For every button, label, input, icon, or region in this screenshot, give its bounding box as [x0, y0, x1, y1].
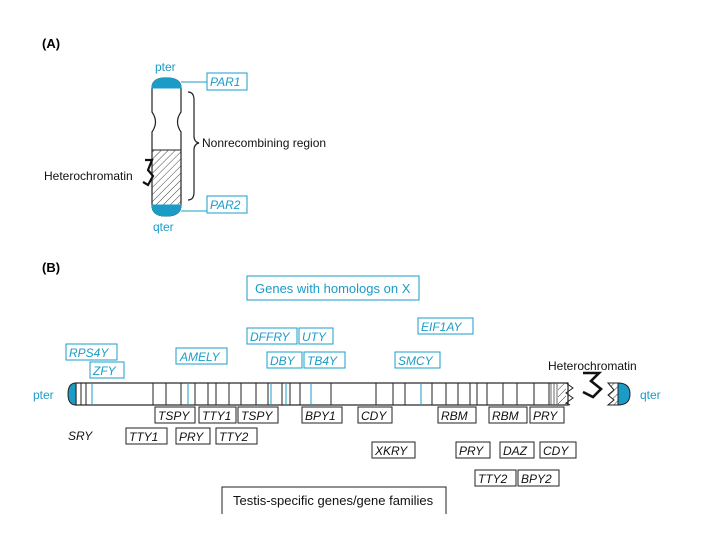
homologs-title: Genes with homologs on X	[255, 281, 411, 296]
par1-label: PAR1	[210, 75, 240, 89]
gene-uty: UTY	[302, 330, 327, 344]
gene-rbm-2: RBM	[492, 409, 519, 423]
qter-label-a: qter	[153, 220, 174, 234]
gene-cdy-1: CDY	[361, 409, 387, 423]
gene-tty2-2: TTY2	[478, 472, 508, 486]
homologs-title-box	[246, 275, 420, 301]
gene-eif1ay: EIF1AY	[421, 320, 462, 334]
pter-label-a: pter	[155, 60, 176, 74]
gene-zfy: ZFY	[92, 364, 117, 378]
gene-tty1-2: TTY1	[129, 430, 158, 444]
homolog-genes: RPS4Y ZFY AMELY DFFRY UTY DBY TB4Y EIF1A…	[65, 317, 474, 379]
chromosome-a	[151, 77, 182, 217]
gene-cdy-2: CDY	[543, 444, 569, 458]
gene-dby: DBY	[270, 354, 296, 368]
qter-cap-b	[617, 382, 631, 406]
par1-box	[206, 72, 248, 91]
gene-tb4y: TB4Y	[307, 354, 338, 368]
nonrecombining-brace	[187, 91, 200, 201]
gene-bpy1: BPY1	[305, 409, 336, 423]
interval-dividers	[80, 383, 558, 405]
gene-rps4y: RPS4Y	[69, 346, 109, 360]
panel-a-label: (A)	[42, 36, 60, 51]
chromosome-b	[67, 382, 631, 406]
gene-tty1-1: TTY1	[202, 409, 231, 423]
gene-bpy2: BPY2	[521, 472, 552, 486]
gene-tspy-1: TSPY	[158, 409, 190, 423]
gene-smcy: SMCY	[398, 354, 434, 368]
par2-cap	[151, 204, 182, 217]
testis-genes: TSPY TTY1 TSPY BPY1 CDY RBM RBM PRY TTY1…	[125, 406, 577, 487]
gene-tty2-1: TTY2	[219, 430, 249, 444]
heterochromatin-label-a: Heterochromatin	[44, 169, 133, 183]
par2-label: PAR2	[210, 198, 241, 212]
gene-amely: AMELY	[179, 350, 221, 364]
gene-tspy-2: TSPY	[241, 409, 273, 423]
heterochromatin-label-b: Heterochromatin	[548, 359, 637, 373]
testis-title: Testis-specific genes/gene families	[233, 493, 434, 508]
gene-pry-3: PRY	[459, 444, 484, 458]
pter-cap-b	[67, 382, 77, 406]
gene-dffry: DFFRY	[250, 330, 291, 344]
panel-b-label: (B)	[42, 260, 60, 275]
gene-pry-2: PRY	[179, 430, 204, 444]
nonrecombining-label: Nonrecombining region	[202, 136, 326, 150]
par1-cap	[151, 77, 182, 89]
par2-box	[206, 195, 248, 214]
pter-label-b: pter	[33, 388, 54, 402]
heterochromatin-squiggle-a	[142, 158, 155, 187]
gene-xkry: XKRY	[374, 444, 408, 458]
gene-daz: DAZ	[503, 444, 528, 458]
testis-title-box	[221, 486, 447, 514]
qter-label-b: qter	[640, 388, 661, 402]
heterochromatin-squiggle-b	[582, 371, 603, 399]
gene-rbm-1: RBM	[441, 409, 468, 423]
gene-sry: SRY	[68, 429, 93, 443]
gene-pry-1: PRY	[533, 409, 558, 423]
